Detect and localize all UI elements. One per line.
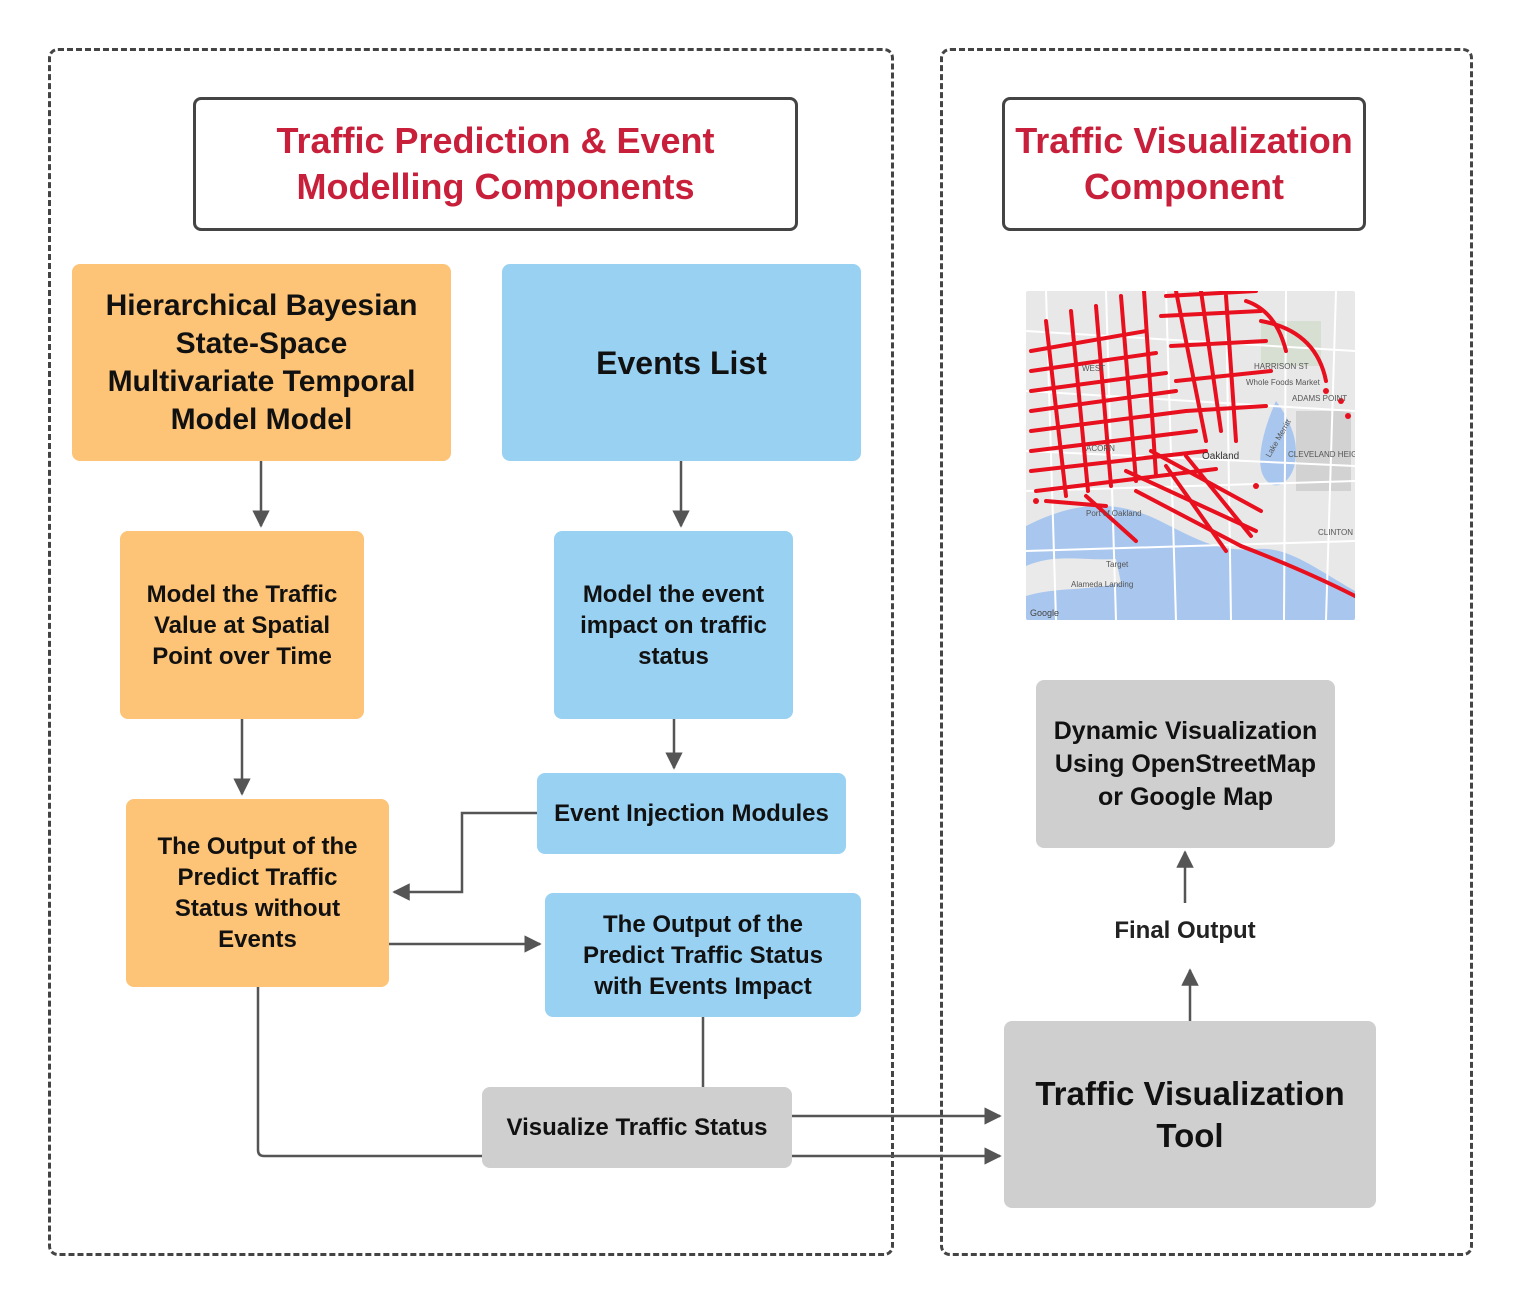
map-place-oakland: Oakland <box>1202 451 1239 462</box>
events-list-box: Events List <box>502 264 861 461</box>
final-output-label: Final Output <box>1114 917 1256 944</box>
map-place-port-of-oakland: Port of Oakland <box>1086 509 1142 518</box>
dynamic-visualization-box: Dynamic Visualization Using OpenStreetMa… <box>1036 680 1335 848</box>
event-injection-label: Event Injection Modules <box>554 799 829 827</box>
bayesian-model-label: Hierarchical Bayesian State-Space Multiv… <box>105 288 418 436</box>
prediction-modelling-title: Traffic Prediction & Event Modelling Com… <box>193 97 798 231</box>
output-without-events-label: The Output of the Predict Traffic Status… <box>157 833 358 953</box>
arrow-injection-to-output <box>392 811 537 901</box>
output-without-events-box: The Output of the Predict Traffic Status… <box>126 799 389 987</box>
road-network-map: Oakland ACORN ADAMS POINT Lake Merritt C… <box>1026 291 1355 620</box>
traffic-visualization-tool-box: Traffic Visualization Tool <box>1004 1021 1376 1208</box>
map-place-clinton: CLINTON <box>1318 528 1353 537</box>
map-place-alameda-landing: Alameda Landing <box>1071 580 1133 589</box>
dynamic-visualization-label: Dynamic Visualization Using OpenStreetMa… <box>1053 716 1318 811</box>
visualize-traffic-status-label: Visualize Traffic Status <box>506 1113 768 1141</box>
events-list-label: Events List <box>596 344 767 381</box>
output-with-events-box: The Output of the Predict Traffic Status… <box>545 893 861 1017</box>
visualization-title: Traffic Visualization Component <box>1002 97 1366 231</box>
visualization-title-line2: Component <box>1084 166 1284 207</box>
map-place-whole-foods: Whole Foods Market <box>1246 378 1321 387</box>
map-place-adams-point: ADAMS POINT <box>1292 394 1347 403</box>
map-place-target: Target <box>1106 560 1129 569</box>
prediction-modelling-group <box>48 48 894 1256</box>
model-event-impact-label: Model the event impact on traffic status <box>580 580 767 670</box>
prediction-modelling-title-line1: Traffic Prediction & Event <box>276 120 715 161</box>
model-traffic-value-label: Model the Traffic Value at Spatial Point… <box>146 580 338 670</box>
bayesian-model-box: Hierarchical Bayesian State-Space Multiv… <box>72 264 451 461</box>
map-place-west: WEST <box>1082 364 1105 373</box>
visualization-group <box>940 48 1473 1256</box>
model-traffic-value-box: Model the Traffic Value at Spatial Point… <box>120 531 364 719</box>
prediction-modelling-title-line2: Modelling Components <box>296 166 695 207</box>
model-event-impact-box: Model the event impact on traffic status <box>554 531 793 719</box>
road-network-map-icon: Oakland ACORN ADAMS POINT Lake Merritt C… <box>1026 291 1355 620</box>
visualization-title-line1: Traffic Visualization <box>1015 120 1353 161</box>
visualize-traffic-status-box: Visualize Traffic Status <box>482 1087 792 1168</box>
event-injection-box: Event Injection Modules <box>537 773 846 854</box>
map-place-cleveland-heights: CLEVELAND HEIGHTS <box>1288 450 1355 459</box>
map-place-harrison-st: HARRISON ST <box>1254 362 1309 371</box>
output-with-events-label: The Output of the Predict Traffic Status… <box>582 910 824 1000</box>
map-place-acorn: ACORN <box>1086 444 1115 453</box>
map-attribution: Google <box>1030 608 1059 618</box>
line-output-without-events-down <box>256 987 482 1158</box>
traffic-visualization-tool-label: Traffic Visualization Tool <box>1035 1074 1345 1154</box>
